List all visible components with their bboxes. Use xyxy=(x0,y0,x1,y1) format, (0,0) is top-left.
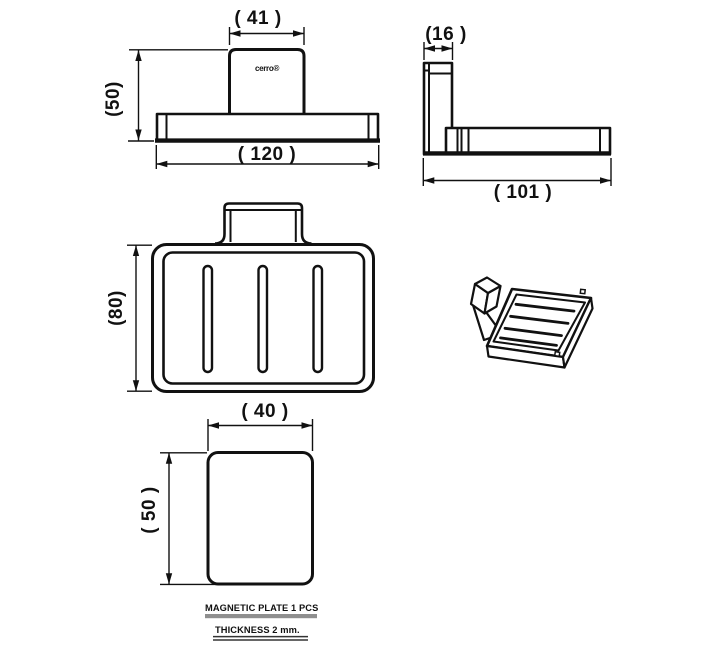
drain-slot xyxy=(312,264,324,374)
mount-tab-outline xyxy=(214,202,312,245)
magnetic-plate-view: ( 40 ) ( 50 ) xyxy=(139,401,314,586)
magnetic-plate-note: MAGNETIC PLATE 1 PCS xyxy=(205,603,318,613)
drain-slot xyxy=(202,264,214,374)
isometric-view xyxy=(469,276,594,369)
top-view: (80) xyxy=(106,202,375,393)
front-width-bottom-label: ( 120 ) xyxy=(238,144,296,165)
front-height-left-label: (50) xyxy=(103,81,124,117)
note-underline-bar xyxy=(205,614,317,619)
side-width-bottom-label: ( 101 ) xyxy=(494,182,552,203)
plate-width-top-label: ( 40 ) xyxy=(241,401,288,422)
side-view: (16 ) ( 101 ) xyxy=(422,24,612,203)
front-view: ( 41 ) cerro® (50) ( 120 ) xyxy=(103,8,380,169)
soap-tray-inner-rim xyxy=(162,251,366,385)
corner-post xyxy=(553,350,561,358)
drain-slot xyxy=(514,302,576,313)
magnetic-plate-outline xyxy=(206,451,314,586)
mount-block-front-outline xyxy=(228,48,306,114)
drain-slot xyxy=(509,314,570,325)
top-height-left-label: (80) xyxy=(106,290,127,326)
footer-notes: MAGNETIC PLATE 1 PCS THICKNESS 2 mm. xyxy=(205,603,318,641)
tray-right-face xyxy=(561,296,594,369)
plate-height-left-label: ( 50 ) xyxy=(139,486,160,533)
drain-slot xyxy=(257,264,269,374)
base-plate-outline xyxy=(155,112,380,142)
brand-logo-text: cerro® xyxy=(255,64,280,73)
drain-slot xyxy=(503,326,563,337)
front-width-top-label: ( 41 ) xyxy=(234,8,281,29)
corner-post xyxy=(579,288,587,295)
tray-profile xyxy=(444,126,612,156)
thickness-note: THICKNESS 2 mm. xyxy=(215,625,300,635)
tray-inner-rim xyxy=(492,293,586,352)
mount-block-top-face xyxy=(473,276,502,295)
side-width-top-label: (16 ) xyxy=(425,24,467,45)
drain-slot xyxy=(499,336,558,347)
